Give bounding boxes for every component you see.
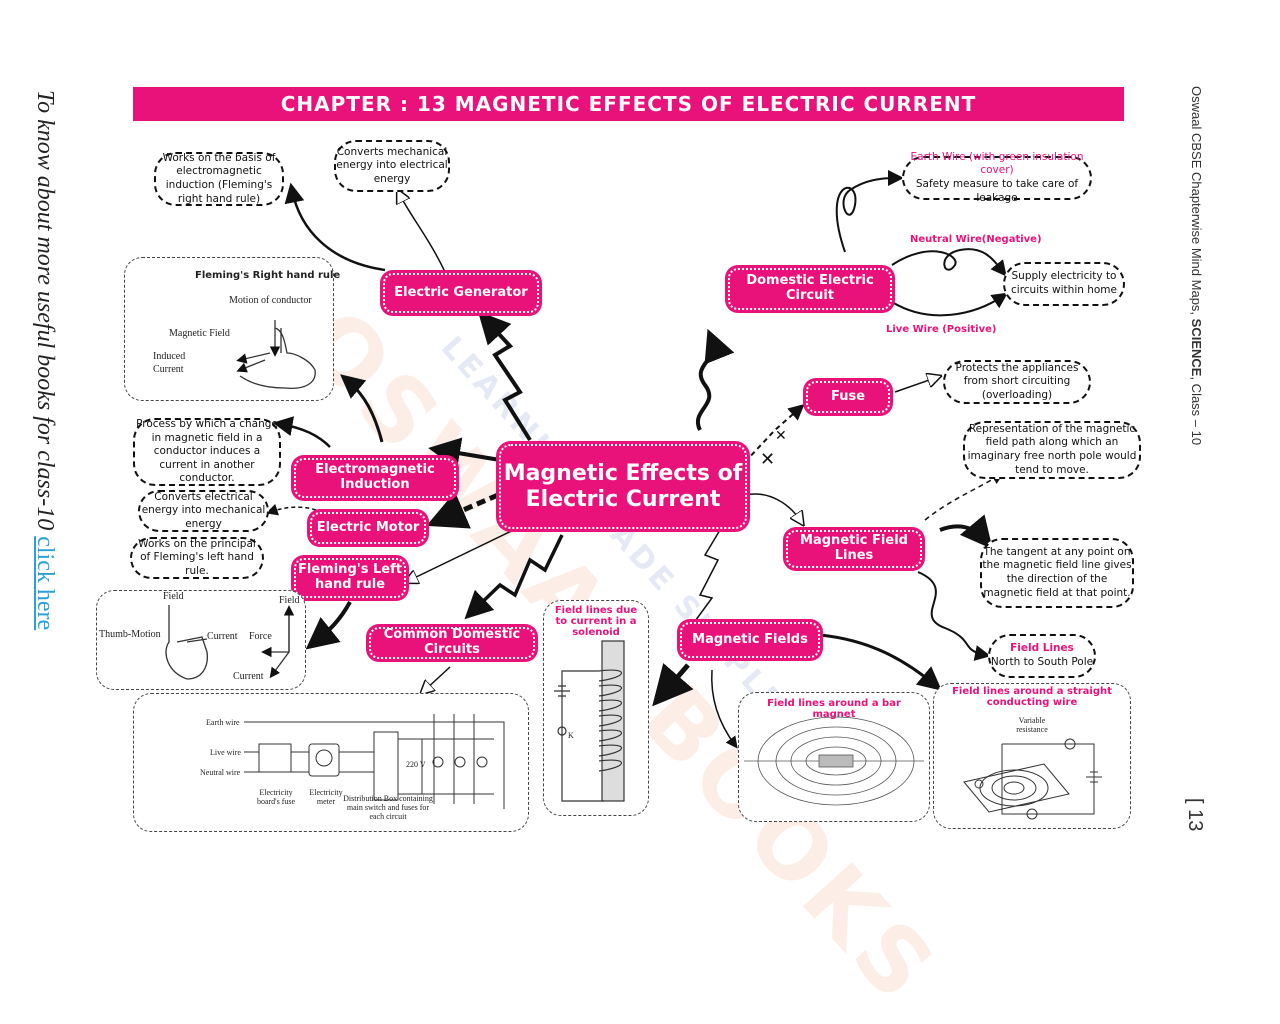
left-hand-icon — [165, 605, 295, 680]
node-domestic-electric-circuit: Domestic Electric Circuit — [728, 268, 892, 310]
arrow-motor-converts — [265, 503, 317, 516]
circuit-fuse-label: Electricity board's fuse — [256, 788, 296, 806]
arrow-fieldlines-rep — [924, 472, 1004, 521]
arrow-neutral — [891, 248, 1007, 277]
circuit-meter-label: Electricity meter — [309, 788, 343, 806]
neutral-wire-label: Neutral Wire(Negative) — [910, 234, 1042, 245]
variable-resistance-label: Variable resistance — [1016, 716, 1048, 734]
circuit-voltage-label: 220 V — [406, 760, 426, 769]
left-hand-field-axis: Field — [279, 595, 300, 606]
right-hand-title: Fleming's Right hand rule — [195, 270, 341, 281]
arrow-left-panel — [305, 601, 352, 650]
node-magnetic-field-lines: Magnetic Field Lines — [786, 530, 922, 568]
central-topic: Magnetic Effects of Electric Current — [499, 444, 747, 529]
panel-bar-magnet: Field lines around a bar magnet — [738, 692, 930, 822]
arrow-fields-straight — [819, 633, 942, 691]
arrow-fieldlines-tangent — [939, 514, 993, 550]
node-electromagnetic-induction: Electromagnetic Induction — [294, 458, 456, 498]
arrow-center-fieldlines — [744, 493, 800, 520]
field-lines-title: Field Lines — [1010, 642, 1074, 655]
right-hand-current: Induced Current — [153, 351, 186, 375]
node-electric-motor: Electric Motor — [310, 512, 426, 544]
bar-magnet-title: Field lines around a bar magnet — [767, 698, 901, 720]
node-fuse: Fuse — [806, 381, 890, 413]
arrow-fields-solenoid — [652, 663, 694, 707]
arrow-induction-panel — [340, 374, 384, 443]
panel-straight-wire: Field lines around a straight conducting… — [933, 683, 1131, 829]
arrow-center-induction — [428, 437, 501, 470]
svg-text:✕: ✕ — [775, 428, 787, 444]
circuit-distribution-label: Distribution Box containing main switch … — [343, 794, 433, 821]
left-hand-field: Field — [163, 591, 184, 602]
left-hand-current-axis: Current — [233, 671, 264, 682]
arrow-common-panel — [425, 666, 451, 690]
arrow-center-motor — [426, 491, 499, 529]
arrow-gen-converts — [400, 195, 446, 273]
arrow-fields-bar — [711, 669, 738, 749]
solenoid-diagram — [554, 640, 625, 802]
svg-text:✕: ✕ — [760, 449, 775, 470]
note-fuse-protects: Protects the appliances from short circu… — [943, 360, 1091, 404]
arrow-gen-basis — [284, 182, 386, 272]
wave-domestic — [696, 328, 735, 431]
panel-flemings-left-hand: Field Field Thumb-Motion Current Force C… — [96, 590, 306, 690]
arrow-induction-def — [272, 416, 331, 448]
panel-domestic-circuit: Earth wire Live wire Neutral wire Electr… — [133, 693, 529, 832]
earth-wire-desc: Safety measure to take care of leakage — [915, 178, 1079, 204]
bar-magnet-diagram — [744, 716, 924, 806]
note-supply: Supply electricity to circuits within ho… — [1003, 262, 1125, 306]
note-generator-basis: Works on the basis of electromagnetic in… — [154, 152, 284, 206]
chapter-banner: CHAPTER : 13 MAGNETIC EFFECTS OF ELECTRI… — [133, 87, 1124, 121]
node-common-domestic-circuits: Common Domestic Circuits — [369, 627, 535, 659]
straight-wire-title: Field lines around a straight conducting… — [952, 686, 1112, 708]
right-hand-field: Magnetic Field — [169, 328, 230, 339]
zigzag-common — [464, 534, 564, 620]
node-electric-generator: Electric Generator — [383, 273, 539, 313]
straight-wire-diagram — [963, 738, 1102, 820]
left-hand-thumb: Thumb-Motion — [99, 629, 161, 640]
circuit-neutral-label: Neutral wire — [200, 768, 241, 777]
left-hand-current: Current — [207, 631, 238, 642]
note-field-representation: Representation of the magnetic field pat… — [963, 421, 1141, 479]
panel-solenoid: Field lines due to current in a solenoid… — [543, 600, 649, 816]
field-lines-desc: North to South Pole — [990, 656, 1094, 668]
left-hand-force: Force — [249, 631, 272, 642]
arrow-live — [891, 292, 1008, 317]
solenoid-title: Field lines due to current in a solenoid — [554, 605, 638, 638]
arrow-fuse-protects — [894, 378, 935, 393]
note-field-lines: Field Lines North to South Pole — [988, 634, 1096, 678]
right-hand-icon — [236, 320, 316, 389]
note-motor-converts: Converts electrical energy into mechanic… — [138, 490, 269, 532]
circuit-earth-label: Earth wire — [206, 718, 240, 727]
note-motor-principle: Works on the principal of Fleming's left… — [130, 537, 264, 579]
connector-layer: ✕ ✕ — [265, 170, 1008, 749]
wave-fieldlines-note — [917, 571, 991, 661]
zigzag-fields — [689, 529, 721, 629]
right-hand-motion: Motion of conductor — [229, 295, 312, 306]
solenoid-k-label: K — [568, 731, 574, 740]
arrow-center-left — [410, 521, 531, 580]
note-earth-wire: Earth Wire (with green insulation cover)… — [902, 151, 1092, 204]
panel-flemings-right-hand: Fleming's Right hand rule Motion of cond… — [124, 257, 340, 401]
earth-wire-title: Earth Wire (with green insulation cover) — [910, 150, 1084, 177]
arrow-fuse — [744, 404, 805, 463]
loop-earth — [835, 170, 904, 253]
circuit-live-label: Live wire — [210, 748, 241, 757]
live-wire-label: Live Wire (Positive) — [886, 324, 997, 335]
note-generator-converts: Converts mechanical energy into electric… — [334, 140, 450, 192]
circuit-diagram — [244, 714, 505, 809]
note-induction-definition: Process by which a change in magnetic fi… — [133, 418, 281, 486]
zigzag-gen — [477, 311, 532, 442]
node-flemings-left-hand-rule: Fleming's Left hand rule — [294, 558, 406, 598]
note-tangent: The tangent at any point on the magnetic… — [980, 538, 1134, 608]
node-magnetic-fields: Magnetic Fields — [680, 622, 820, 658]
